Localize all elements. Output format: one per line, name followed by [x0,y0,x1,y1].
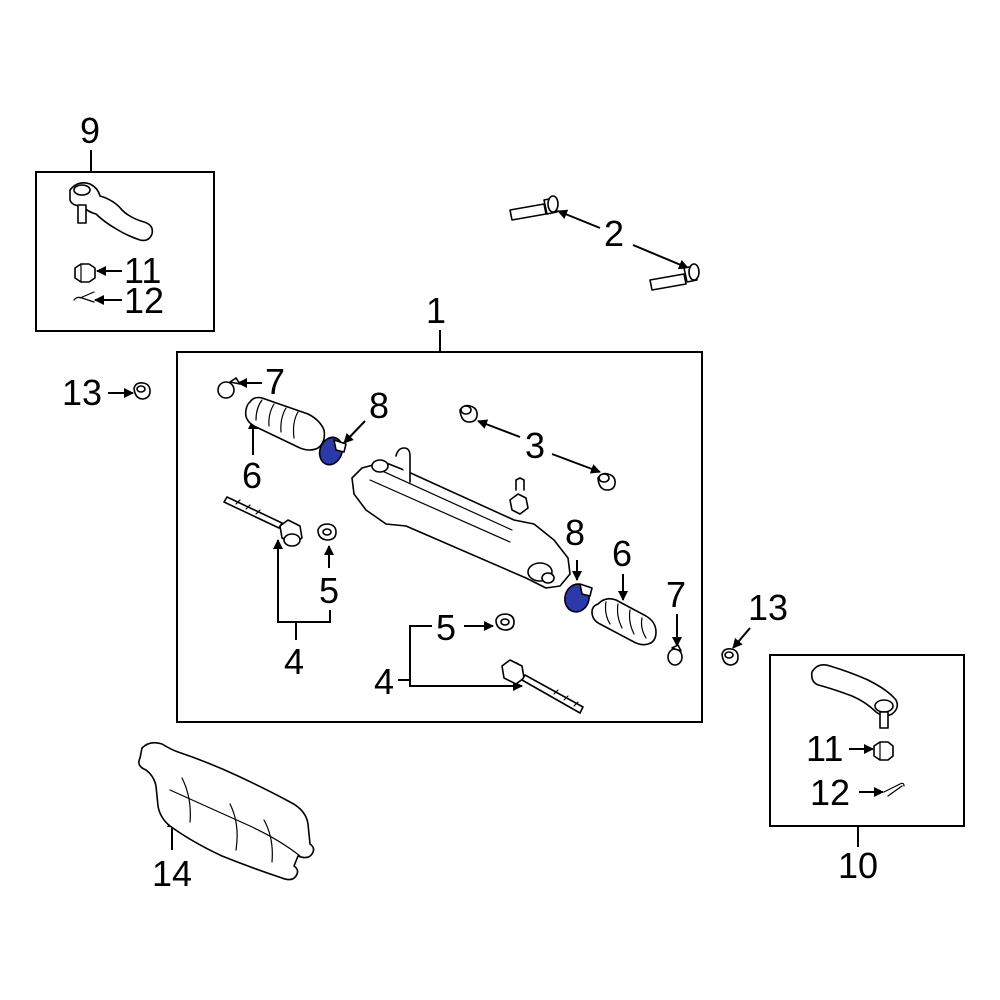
boot-clamp-right [667,644,683,666]
mount-bushing-lower [597,472,616,491]
callout-1: 1 [426,290,446,331]
mounting-bolt-upper [509,195,559,221]
nut-left [74,263,96,283]
leader-3a [477,419,521,438]
callout-11-left: 11 [124,250,161,291]
callout-8-left: 8 [369,385,389,426]
inner-tie-rod-lower [501,659,584,714]
callout-10: 10 [838,845,878,886]
boot-clamp-left [217,377,241,399]
tie-rod-nut-left [133,382,151,400]
tie-rod-end-right [810,664,899,729]
rack-end-nut-upper [317,523,337,541]
leader-2b [632,244,689,270]
callout-13-right: 13 [748,587,788,628]
rack-boot-right [591,597,657,646]
callout-7-right: 7 [666,574,686,615]
callout-7-left: 7 [265,361,285,402]
nut-right [873,741,894,761]
right-tie-rod-end-frame [769,654,965,827]
callout-11-right: 11 [806,728,843,769]
leader-4-lower [409,625,523,691]
under-cover-shield [138,741,315,881]
highlighted-clamp-right [564,583,593,613]
inner-tie-rod-upper [223,496,303,547]
callout-3: 3 [525,425,545,466]
callout-4-upper: 4 [284,641,304,682]
tie-rod-end-left [69,182,154,242]
callout-4-lower: 4 [374,661,394,702]
rack-boot-left [244,396,326,451]
highlighted-clamp-left [318,436,347,466]
steering-rack [351,447,571,589]
rack-end-nut-lower [495,613,515,631]
cotter-pin-left [73,291,95,303]
callout-9: 9 [80,110,100,151]
leader-13-right [732,627,751,649]
callout-12-left: 12 [124,280,164,321]
callout-13-left: 13 [62,372,102,413]
callout-5-upper: 5 [319,570,339,611]
leader-3b [551,453,601,474]
callout-14: 14 [152,853,192,894]
cotter-pin-right [883,782,905,797]
mount-bushing-upper [459,404,478,423]
left-tie-rod-end-frame [35,171,215,332]
leader-8-left [343,420,366,444]
callout-6-left: 6 [242,455,262,496]
callout-8-right: 8 [565,512,585,553]
callout-5-lower: 5 [436,607,456,648]
mounting-bolt-lower [649,263,700,291]
callout-2: 2 [604,213,624,254]
tie-rod-nut-right [721,648,739,666]
leader-4-upper [273,539,331,623]
callout-12-right: 12 [810,772,850,813]
leader-2a [557,209,601,229]
callout-6-right: 6 [612,533,632,574]
